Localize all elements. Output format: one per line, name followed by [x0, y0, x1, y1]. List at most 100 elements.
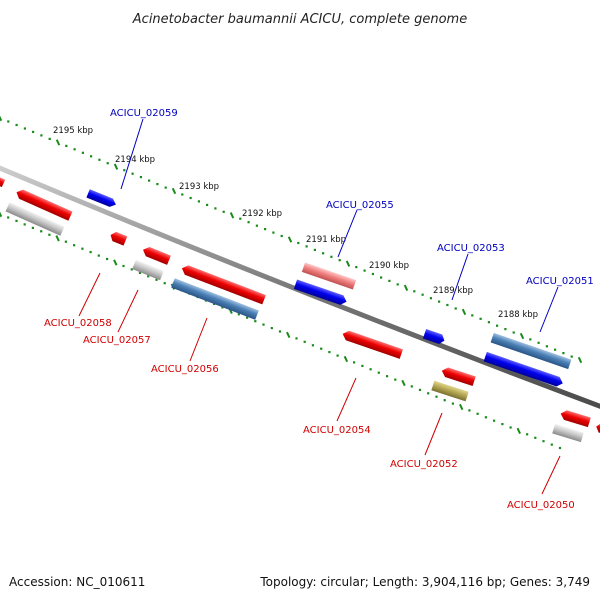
- ruler-upper-minor-tick: [139, 176, 142, 179]
- ruler-lower-minor-tick: [97, 254, 100, 257]
- gene-acicu-02053b-arrow[interactable]: [422, 329, 446, 345]
- ruler-lower-major-tick: [286, 331, 291, 339]
- gene-label-acicu-02052[interactable]: ACICU_02052: [390, 459, 458, 470]
- ruler-lower-minor-tick: [328, 351, 331, 354]
- gene-label-acicu-02057[interactable]: ACICU_02057: [83, 335, 151, 346]
- gene-acicu-02056-arrow[interactable]: [180, 264, 266, 305]
- ruler-upper-minor-tick: [512, 331, 515, 334]
- ruler-upper-minor-tick: [471, 314, 474, 317]
- ruler-label-2190: 2190 kbp: [369, 261, 409, 271]
- ruler-lower-minor-tick: [122, 264, 125, 268]
- gene-labels: ACICU_02059 ACICU_02055 ACICU_02053 ACIC…: [44, 108, 594, 511]
- gene-label-acicu-02059[interactable]: ACICU_02059: [110, 108, 178, 119]
- ruler-lower-minor-tick: [410, 385, 413, 388]
- ruler-lower-major-tick: [401, 379, 406, 387]
- ruler-upper-ticks: [0, 114, 583, 364]
- ruler-upper-minor-tick: [7, 120, 10, 123]
- ruler-lower-minor-tick: [254, 320, 257, 323]
- gene-acicu-02057-arrow[interactable]: [109, 230, 128, 246]
- ruler-lower-minor-tick: [558, 446, 562, 450]
- gene-acicu-02053-arrow[interactable]: [293, 279, 348, 306]
- gene-label-acicu-02058[interactable]: ACICU_02058: [44, 318, 112, 329]
- ruler-upper-major-tick: [403, 284, 409, 291]
- gene-acicu-02051-arrow[interactable]: [490, 332, 572, 370]
- ruler-upper-minor-tick: [388, 279, 391, 282]
- ruler-upper-minor-tick: [73, 148, 76, 151]
- gene-label-acicu-02051[interactable]: ACICU_02051: [526, 276, 594, 287]
- ruler-upper-minor-tick: [90, 155, 93, 158]
- ruler-upper-minor-tick: [98, 158, 101, 161]
- ruler-upper-minor-tick: [297, 241, 300, 245]
- ruler-lower-minor-tick: [443, 399, 446, 402]
- ruler-lower-minor-tick: [336, 354, 339, 357]
- ruler-label-2193: 2193 kbp: [179, 182, 219, 192]
- gene-acicu-02051b-arrow[interactable]: [483, 351, 565, 388]
- gene-acicu-02050b-arrow[interactable]: [552, 423, 584, 443]
- gene-acicu-02059-arrow[interactable]: [86, 189, 117, 209]
- gene-label-acicu-02056[interactable]: ACICU_02056: [151, 364, 219, 375]
- ruler-upper-minor-tick: [305, 245, 308, 248]
- ruler-upper-minor-tick: [421, 293, 424, 296]
- ruler-label-2194: 2194 kbp: [115, 155, 155, 165]
- label-leader-lines: [78, 118, 561, 495]
- ruler-upper-minor-tick: [438, 300, 441, 303]
- ruler-lower-minor-tick: [534, 436, 537, 439]
- ruler-upper-minor-tick: [65, 144, 68, 147]
- gene-label-acicu-02050[interactable]: ACICU_02050: [507, 500, 575, 511]
- ruler-lower-minor-tick: [320, 347, 323, 350]
- gene-acicu-02052b-arrow[interactable]: [431, 380, 469, 402]
- ruler-upper-minor-tick: [197, 200, 200, 203]
- ruler-label-2188: 2188 kbp: [498, 310, 538, 320]
- ruler-lower-minor-tick: [106, 257, 109, 261]
- ruler-lower-minor-tick: [303, 340, 306, 343]
- gene-edge-left-arrow[interactable]: [0, 174, 6, 188]
- ruler-upper-minor-tick: [164, 186, 167, 189]
- ruler-upper-minor-tick: [496, 324, 499, 327]
- gene-acicu-02058b-arrow[interactable]: [5, 202, 65, 236]
- ruler-upper-minor-tick: [106, 162, 109, 165]
- ruler-lower-minor-tick: [89, 251, 92, 254]
- ruler-lower-minor-tick: [73, 244, 76, 247]
- gene-label-acicu-02053[interactable]: ACICU_02053: [437, 243, 505, 254]
- gene-acicu-02057c-arrow[interactable]: [132, 259, 164, 281]
- ruler-lower-minor-tick: [81, 247, 84, 250]
- ruler-upper-minor-tick: [272, 231, 275, 234]
- gene-acicu-02050-arrow[interactable]: [559, 409, 591, 428]
- ruler-upper-major-tick: [287, 236, 293, 243]
- ruler-lower-minor-tick: [361, 364, 364, 367]
- ruler-upper-minor-tick: [371, 272, 374, 276]
- gene-label-acicu-02054[interactable]: ACICU_02054: [303, 425, 371, 436]
- gene-acicu-02057b-arrow[interactable]: [141, 245, 171, 265]
- ruler-lower-minor-tick: [369, 368, 372, 371]
- gene-acicu-02054-arrow[interactable]: [341, 329, 403, 359]
- gene-acicu-02056b-arrow[interactable]: [171, 278, 259, 320]
- ruler-upper-minor-tick: [81, 151, 84, 154]
- ruler-lower-minor-tick: [476, 412, 479, 415]
- ruler-lower-minor-tick: [7, 216, 10, 219]
- ruler-upper-minor-tick: [123, 169, 126, 172]
- ruler-upper-minor-tick: [330, 255, 333, 258]
- gene-acicu-02055-arrow[interactable]: [301, 262, 357, 290]
- gene-acicu-02052-arrow[interactable]: [440, 366, 476, 387]
- ruler-upper-minor-tick: [313, 248, 316, 251]
- gene-acicu-02058-arrow[interactable]: [14, 188, 73, 221]
- gene-label-acicu-02055[interactable]: ACICU_02055: [326, 200, 394, 211]
- ruler-upper-minor-tick: [504, 328, 507, 331]
- ruler-upper-minor-tick: [48, 137, 51, 140]
- ruler-upper-minor-tick: [380, 276, 383, 279]
- ruler-upper-minor-tick: [189, 196, 192, 200]
- ruler-lower-minor-tick: [377, 371, 380, 374]
- ruler-lower-minor-tick: [163, 282, 166, 285]
- ruler-upper-minor-tick: [479, 317, 482, 320]
- ruler-upper-minor-tick: [545, 345, 548, 348]
- ruler-upper-minor-tick: [562, 352, 565, 355]
- ruler-lower-minor-tick: [64, 240, 67, 243]
- gene-edge-right-arrow[interactable]: [595, 422, 600, 435]
- ruler-upper-minor-tick: [487, 321, 490, 324]
- ruler-upper-major-tick: [55, 139, 61, 146]
- ruler-upper-minor-tick: [363, 269, 366, 272]
- ruler-lower-minor-tick: [435, 395, 438, 398]
- ruler-upper-minor-tick: [454, 307, 457, 310]
- ruler-upper-minor-tick: [570, 355, 573, 358]
